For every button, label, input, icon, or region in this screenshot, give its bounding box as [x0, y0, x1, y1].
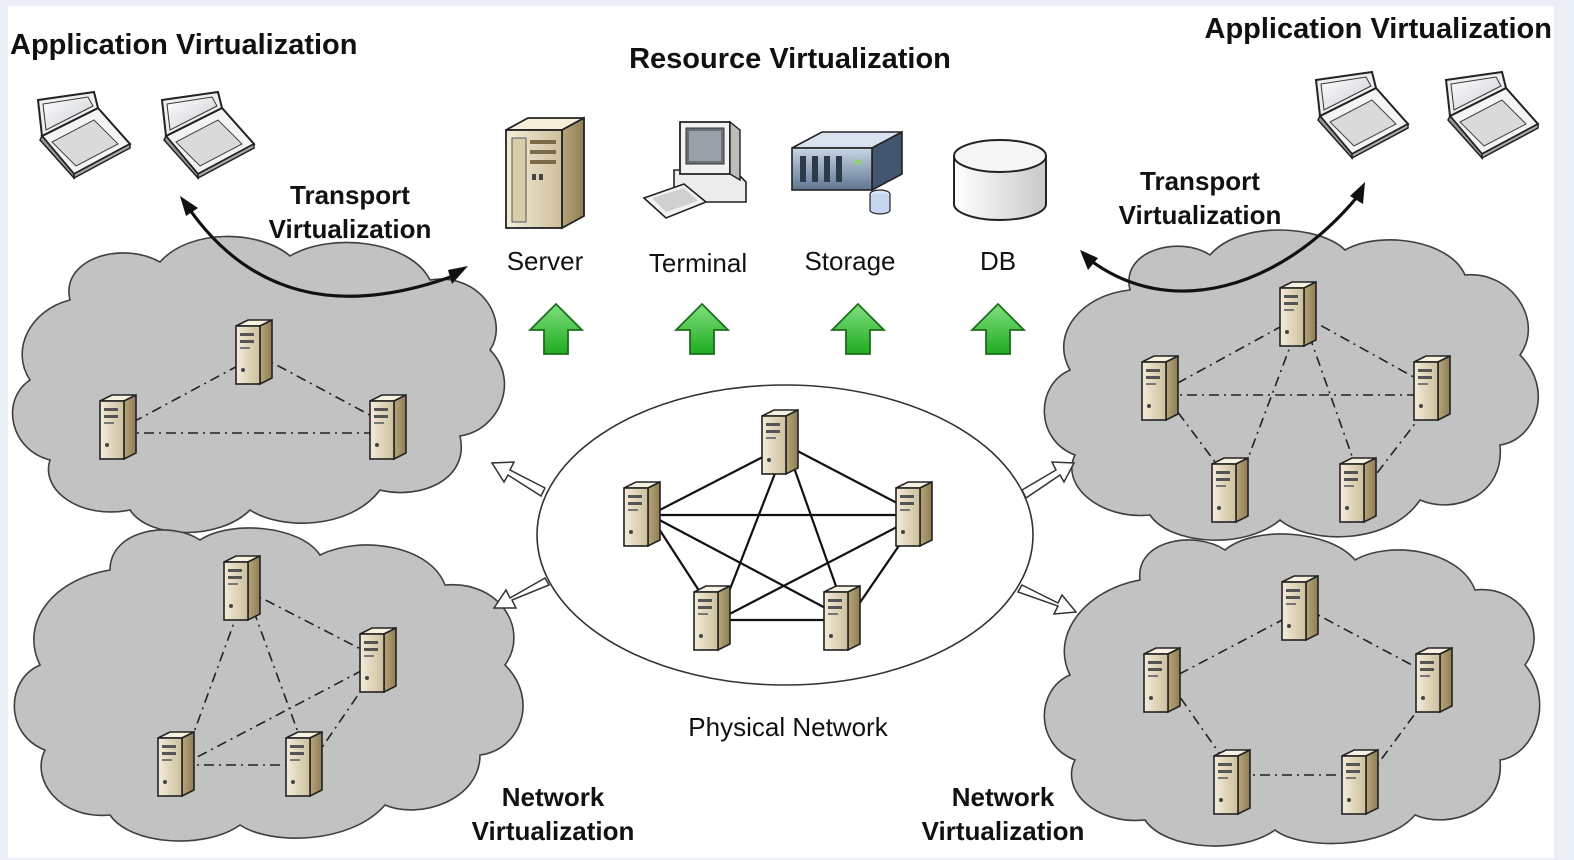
curved-arrow-icon	[448, 266, 468, 284]
server-node-icon	[1341, 749, 1379, 815]
server-node-icon	[1141, 355, 1179, 421]
hollow-arrow-icon	[1016, 584, 1078, 615]
server-node-icon	[693, 585, 731, 651]
network-left-line2: Virtualization	[472, 816, 635, 846]
server-node-icon	[1281, 575, 1319, 641]
curved-arrow-icon	[180, 196, 198, 216]
cloud-bottom-left	[13, 527, 524, 842]
curved-arrow-icon	[1350, 182, 1365, 204]
transport-left-line1: Transport	[290, 180, 410, 210]
server-node-icon	[1413, 355, 1451, 421]
server-node-icon	[99, 394, 137, 460]
server-node-icon	[1279, 281, 1317, 347]
terminal-label: Terminal	[649, 248, 747, 278]
hollow-arrow-icon	[492, 576, 551, 609]
app-virt-left-label: Application Virtualization	[10, 29, 358, 61]
server-node-icon	[1415, 647, 1453, 713]
hollow-arrow-icon	[490, 461, 547, 498]
network-right-line2: Virtualization	[922, 816, 1085, 846]
transport-left-line2: Virtualization	[269, 214, 432, 244]
server-node-icon	[1143, 647, 1181, 713]
curved-arrow-icon	[1089, 194, 1360, 293]
cloud-top-right	[1043, 229, 1539, 541]
terminal-pc-icon	[642, 120, 747, 219]
server-node-icon	[761, 409, 799, 475]
resource-virt-label: Resource Virtualization	[629, 43, 951, 75]
transport-right-line2: Virtualization	[1119, 200, 1282, 230]
server-node-icon	[285, 731, 323, 797]
server-node-icon	[157, 731, 195, 797]
server-node-icon	[895, 481, 933, 547]
hollow-arrow-icon	[1021, 461, 1076, 500]
server-node-icon	[223, 555, 261, 621]
network-right-line1: Network	[952, 782, 1055, 812]
cloud-bottom-right	[1043, 533, 1541, 847]
curved-arrow-icon	[1080, 250, 1098, 270]
physical-network-ellipse	[536, 384, 1034, 686]
server-node-icon	[1339, 457, 1377, 523]
server-node-icon	[359, 627, 397, 693]
server-label: Server	[507, 246, 584, 276]
network-left-line1: Network	[502, 782, 605, 812]
server-tower-icon	[505, 116, 585, 230]
storage-rack-icon	[791, 130, 903, 215]
server-node-icon	[369, 394, 407, 460]
app-virt-right-label: Application Virtualization	[1205, 13, 1553, 45]
server-node-icon	[235, 319, 273, 385]
transport-right-line1: Transport	[1140, 166, 1260, 196]
storage-label: Storage	[804, 246, 895, 276]
curved-arrow-icon	[188, 209, 457, 298]
database-cylinder-icon	[953, 139, 1047, 221]
server-node-icon	[1211, 457, 1249, 523]
server-node-icon	[623, 481, 661, 547]
server-node-icon	[823, 585, 861, 651]
db-label: DB	[980, 246, 1016, 276]
server-node-icon	[1213, 749, 1251, 815]
physical-network-label: Physical Network	[688, 712, 888, 742]
